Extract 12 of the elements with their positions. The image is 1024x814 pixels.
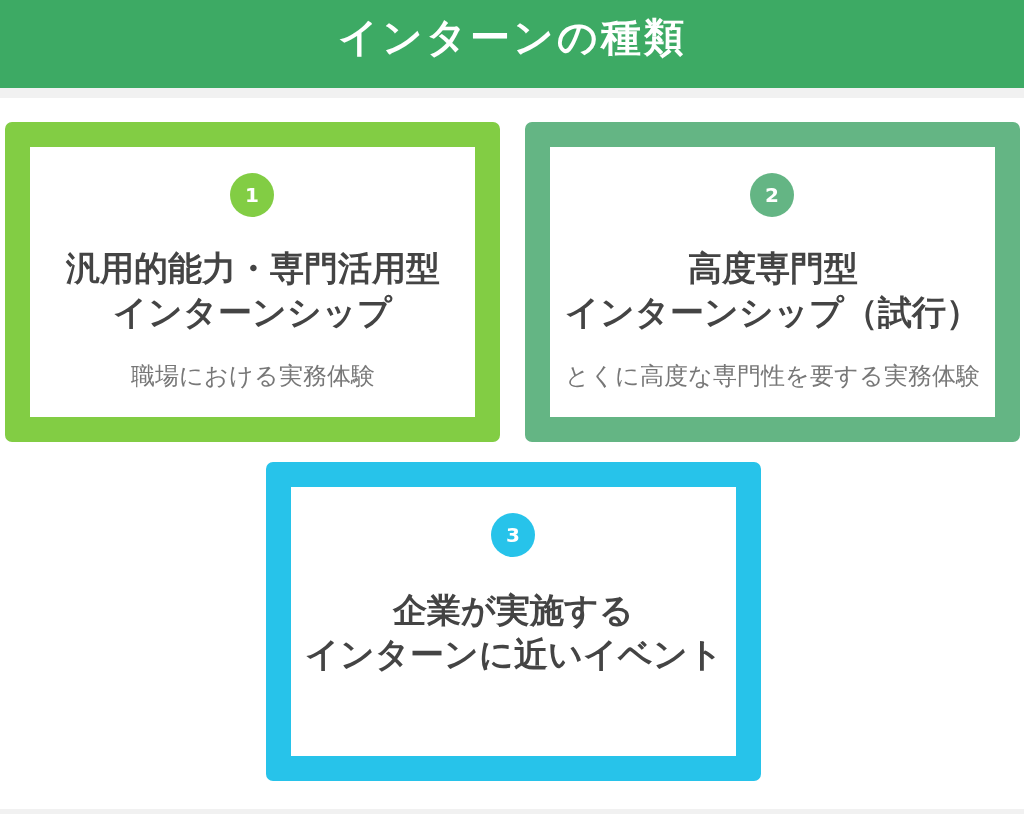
number-badge: 3 bbox=[491, 513, 535, 557]
page-title: インターンの種類 bbox=[337, 13, 687, 61]
category-card bbox=[266, 462, 761, 781]
number-badge: 2 bbox=[750, 173, 794, 217]
card-title: 高度専門型インターンシップ（試行） bbox=[565, 247, 980, 334]
card-title: 企業が実施するインターンに近いイベント bbox=[304, 589, 723, 676]
category-card bbox=[525, 122, 1020, 442]
card-title: 汎用的能力・専門活用型インターンシップ bbox=[65, 247, 440, 334]
category-card bbox=[5, 122, 500, 442]
number-badge: 1 bbox=[230, 173, 274, 217]
card-subtitle: 職場における実務体験 bbox=[130, 361, 375, 391]
card-subtitle: とくに高度な専門性を要する実務体験 bbox=[565, 361, 980, 391]
